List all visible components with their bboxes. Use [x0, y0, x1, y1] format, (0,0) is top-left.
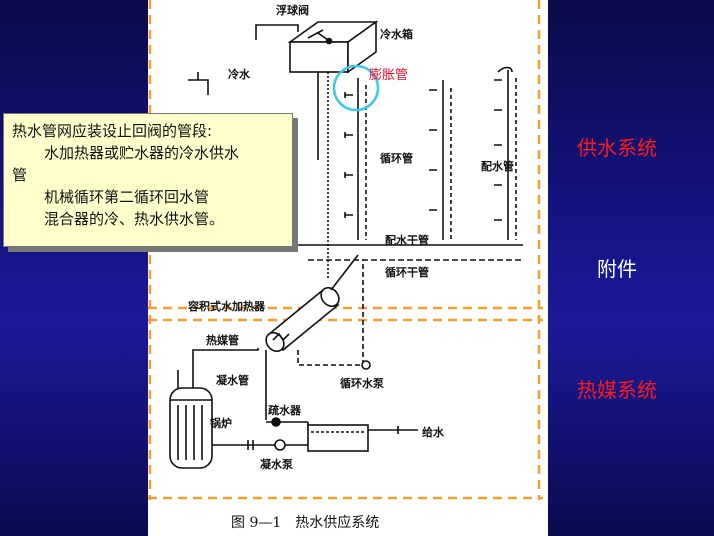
condensate-pump-symbol — [274, 439, 286, 451]
label-circulation-pipe: 循环管 — [380, 152, 413, 165]
hot-water-system-diagram — [148, 0, 543, 500]
section-heat-medium-system: 热媒系统 — [577, 378, 657, 402]
label-cold-tank: 冷水箱 — [380, 28, 413, 41]
condensate-tank — [307, 424, 369, 452]
highlight-circle — [332, 64, 380, 112]
cold-tank-side — [347, 20, 377, 74]
label-circulation-main: 循环干管 — [385, 266, 429, 279]
label-expansion-pipe: 膨胀管 — [369, 68, 409, 83]
note-line-1-cont: 管 — [12, 166, 28, 184]
label-distribution-main: 配水干管 — [385, 234, 429, 247]
label-feed-water: 给水 — [422, 426, 444, 439]
check-valve-note: 热水管网应装设止回阀的管段: 水加热器或贮水器的冷水供水 管 机械循环第二循环回… — [3, 113, 293, 247]
riser-3 — [494, 66, 517, 240]
circulation-pump-symbol — [361, 360, 371, 370]
riser-1 — [344, 78, 367, 240]
label-circulation-pump: 循环水泵 — [340, 377, 384, 390]
note-line-3: 混合器的冷、热水供水管。 — [44, 210, 225, 228]
label-heater: 容积式水加热器 — [188, 300, 265, 313]
note-line-1: 水加热器或贮水器的冷水供水 — [44, 144, 240, 162]
heater-shape — [265, 286, 340, 353]
riser-2 — [429, 80, 452, 240]
section-supply-system: 供水系统 — [577, 136, 657, 160]
section-accessories: 附件 — [597, 257, 637, 281]
label-float-valve: 浮球阀 — [276, 4, 309, 17]
note-title: 热水管网应装设止回阀的管段: — [12, 122, 213, 140]
figure-caption: 图 9—1 热水供应系统 — [231, 515, 380, 531]
label-distribution-pipe: 配水管 — [481, 160, 514, 173]
label-cold-water: 冷水 — [228, 68, 250, 81]
label-heat-medium-pipe: 热媒管 — [206, 334, 239, 347]
label-condensate-pump: 凝水泵 — [260, 458, 293, 471]
label-condensate-pipe: 凝水管 — [216, 374, 249, 387]
boiler-shape — [169, 365, 213, 469]
diagram-panel: 浮球阀 冷水箱 冷水 膨胀管 循环管 配水管 配水干管 循环干管 容积式水加热器… — [148, 0, 548, 536]
note-line-2: 机械循环第二循环回水管 — [44, 188, 210, 206]
label-trap: 疏水器 — [268, 404, 301, 417]
label-boiler: 锅炉 — [210, 417, 232, 430]
cold-tank-front — [289, 41, 349, 73]
